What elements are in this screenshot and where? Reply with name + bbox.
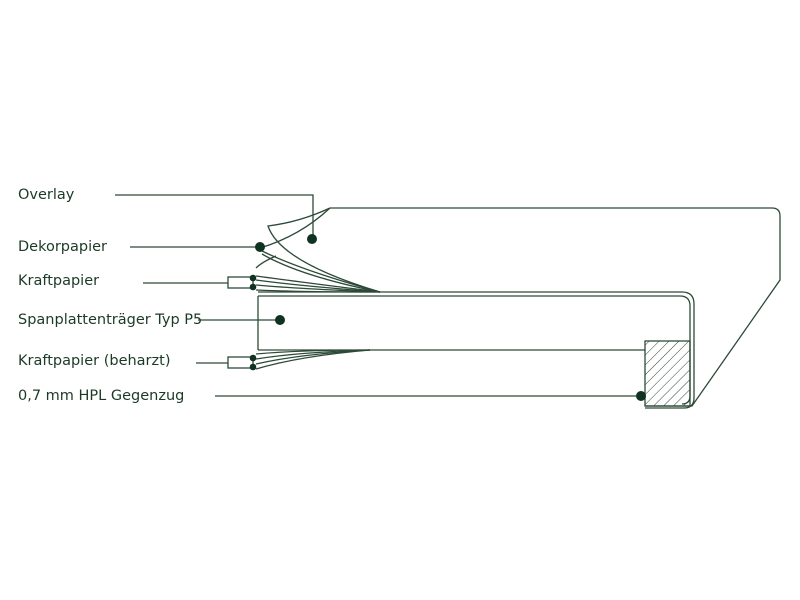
- marker-dot-overlay: [307, 234, 317, 244]
- marker-dot-kraftpapier-1: [249, 274, 257, 282]
- label-dekorpapier: Dekorpapier: [18, 239, 108, 255]
- core-outline-outer: [258, 291, 695, 409]
- leader-kraftpapier-bracket: [227, 276, 254, 289]
- dekorpapier-sheet: [259, 207, 331, 249]
- label-kraftpapier-beharzt: Kraftpapier (beharzt): [18, 353, 171, 369]
- hpl-hatched-block: [644, 340, 691, 407]
- outer-edge-outline: [330, 207, 781, 407]
- kraftpapier-sheets: [255, 255, 277, 269]
- label-hpl-gegenzug: 0,7 mm HPL Gegenzug: [18, 388, 185, 404]
- label-overlay: Overlay: [18, 187, 75, 203]
- marker-dot-spanplatte: [275, 315, 285, 325]
- marker-dot-kraftpapier-beharzt-1: [249, 354, 257, 362]
- overlay-sheet: [267, 207, 381, 293]
- label-spanplattentraeger: Spanplattenträger Typ P5: [18, 312, 203, 328]
- marker-dot-kraftpapier-2: [249, 283, 257, 291]
- leader-kraftpapier-beharzt-bracket: [227, 356, 254, 369]
- leader-overlay: [115, 194, 314, 238]
- marker-dot-dekorpapier: [255, 242, 265, 252]
- marker-dot-hpl: [636, 391, 646, 401]
- label-kraftpapier: Kraftpapier: [18, 273, 100, 289]
- marker-dot-kraftpapier-beharzt-2: [249, 363, 257, 371]
